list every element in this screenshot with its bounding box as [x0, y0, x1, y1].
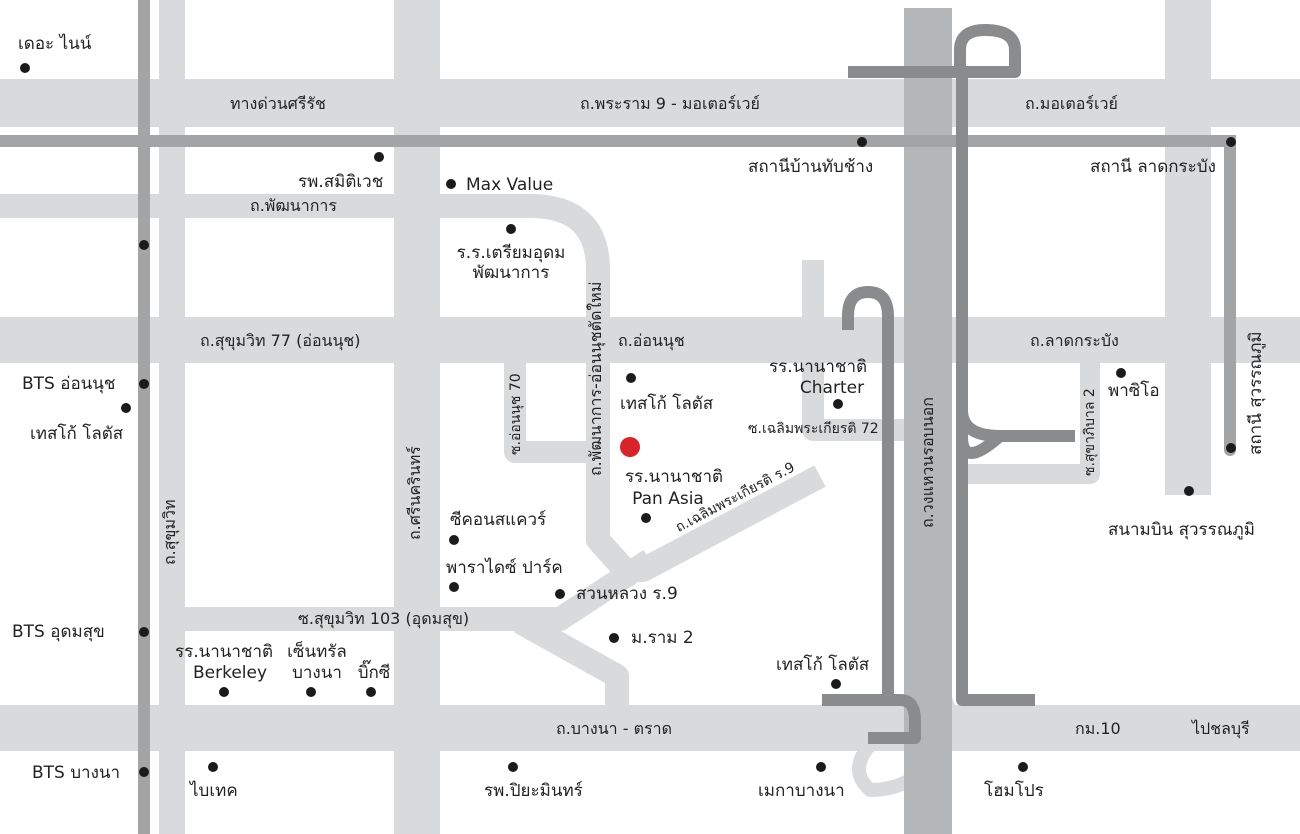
poi-tesco-center-marker	[626, 373, 636, 383]
poi-triam-marker	[506, 224, 516, 234]
label-srinakarin: ถ.ศรีนครินทร์	[405, 446, 424, 540]
label-tesco-center: เทสโก้ โลตัส	[620, 394, 714, 414]
label-charter-2: Charter	[799, 378, 865, 398]
poi-airport-marker	[1184, 486, 1194, 496]
label-bangna-trat: ถ.บางนา - ตราด	[556, 719, 672, 738]
label-soi-sukhumvit103: ซ.สุขุมวิท 103 (อุดมสุข)	[298, 609, 470, 628]
poi-bts-onnut-marker	[139, 379, 149, 389]
label-piyamin: รพ.ปิยะมินทร์	[484, 781, 583, 801]
label-bts-onnut: BTS อ่อนนุช	[22, 374, 116, 394]
label-central-2: บางนา	[292, 663, 342, 683]
poi-bigc-marker	[366, 687, 376, 697]
label-charter-1: รร.นานาชาติ	[768, 357, 868, 377]
label-sukhumvit: ถ.สุขุมวิท	[160, 499, 179, 565]
poi-central-marker	[306, 687, 316, 697]
road-phatthanakan	[0, 194, 826, 582]
poi-bts-udomsuk-marker	[139, 627, 149, 637]
label-km10: กม.10	[1075, 719, 1121, 738]
label-bigc: บิ๊กซี	[357, 663, 391, 683]
label-triam-2: พัฒนาการ	[472, 263, 550, 283]
label-soi-sukhaphiban2: ซ.สุขาภิบาล 2	[1082, 388, 1098, 476]
road-ramp-onnut-loop	[842, 286, 894, 700]
label-panasia-2: Pan Asia	[632, 489, 704, 509]
label-lat-krabang-station: สถานี ลาดกระบัง	[1090, 157, 1216, 177]
label-motorway: ถ.มอเตอร์เวย์	[1025, 94, 1118, 113]
poi-charter-marker	[833, 399, 843, 409]
poi-lat-krabang-station-marker	[1226, 137, 1236, 147]
poi-suanluang-marker	[555, 589, 565, 599]
poi-panasia-marker	[641, 513, 651, 523]
label-rama9-motorway: ถ.พระราม 9 - มอเตอร์เวย์	[580, 94, 760, 113]
label-to-chonburi: ไปชลบุรี	[1192, 719, 1250, 738]
label-tesco-bangna: เทสโก้ โลตัส	[776, 655, 870, 675]
label-airport: สนามบิน สุวรรณภูมิ	[1108, 520, 1255, 540]
label-central-1: เซ็นทรัล	[287, 642, 347, 662]
label-max-value: Max Value	[466, 175, 554, 195]
poi-berkeley-marker	[219, 687, 229, 697]
label-panasia-1: รร.นานาชาติ	[624, 467, 724, 487]
label-expressway: ทางด่วนศรีรัช	[230, 94, 326, 113]
poi-bts-bangna-marker	[139, 767, 149, 777]
label-suvarnabhumi-station: สถานี สุวรรณภูมิ	[1246, 331, 1266, 455]
poi-unnamed-sukhumvit-marker	[139, 240, 149, 250]
road-soi-sukhumvit103	[182, 549, 657, 631]
poi-ban-thap-chang-marker	[857, 137, 867, 147]
label-soi-onnut70: ซ.อ่อนนุช 70	[508, 373, 524, 455]
label-latkrabang: ถ.ลาดกระบัง	[1030, 331, 1119, 350]
label-the-nine: เดอะ ไนน์	[18, 34, 92, 54]
poi-paseo-marker	[1116, 368, 1126, 378]
label-phatthanakan: ถ.พัฒนาการ	[250, 196, 337, 215]
poi-homepro-marker	[1018, 762, 1028, 772]
poi-samitivej-marker	[374, 152, 384, 162]
label-soi-chaloem72: ซ.เฉลิมพระเกียรติ 72	[748, 421, 879, 437]
label-ring-road: ถ.วงแหวนรอบนอก	[918, 397, 937, 528]
label-ban-thap-chang: สถานีบ้านทับช้าง	[748, 157, 874, 177]
label-phatthanakan-onnut: ถ.พัฒนาการ-อ่อนนุชตัดใหม่	[586, 281, 605, 476]
poi-bitec-marker	[208, 762, 218, 772]
label-seacon: ซีคอนสแควร์	[450, 510, 547, 530]
label-homepro: โฮมโปร	[984, 781, 1044, 801]
poi-ram2-marker	[609, 633, 619, 643]
label-suanluang: สวนหลวง ร.9	[576, 584, 678, 604]
label-samitivej: รพ.สมิติเวช	[298, 172, 384, 192]
road-ramp-bottom-left	[822, 694, 921, 744]
label-bitec: ไบเทค	[190, 781, 238, 801]
label-tesco-onnut: เทสโก้ โลตัส	[30, 424, 124, 444]
road-soi-sukhumvit103-branch	[514, 611, 629, 716]
poi-seacon-marker	[449, 535, 459, 545]
poi-tesco-onnut-marker	[121, 403, 131, 413]
poi-piyamin-marker	[508, 762, 518, 772]
road-soi-chaloem72	[802, 260, 905, 441]
road-soi-sukhaphiban2	[960, 362, 1100, 484]
label-sukhumvit77: ถ.สุขุมวิท 77 (อ่อนนุช)	[200, 331, 361, 350]
poi-paradise-marker	[449, 582, 459, 592]
label-paseo: พาซิโอ	[1108, 381, 1160, 401]
poi-mega-marker	[816, 762, 826, 772]
dark-roads	[822, 24, 1075, 744]
target-location-marker	[620, 437, 640, 457]
road-ramp-top-loop	[848, 24, 1035, 706]
poi-the-nine-marker	[20, 63, 30, 73]
label-berkeley-2: Berkeley	[192, 663, 268, 683]
label-bts-bangna: BTS บางนา	[32, 763, 121, 783]
road-ramp-east-link	[956, 409, 1001, 442]
label-mega: เมกาบางนา	[758, 781, 845, 801]
road-soi-onnut70	[504, 362, 598, 463]
poi-max-value-marker	[446, 179, 456, 189]
label-paradise: พาราไดซ์ ปาร์ค	[446, 558, 563, 578]
poi-tesco-bangna-marker	[831, 679, 841, 689]
label-onnut: ถ.อ่อนนุช	[618, 331, 685, 350]
label-bts-udomsuk: BTS อุดมสุข	[12, 622, 105, 642]
poi-suvarnabhumi-station-marker	[1226, 443, 1236, 453]
label-berkeley-1: รร.นานาชาติ	[174, 642, 274, 662]
label-ram2: ม.ราม 2	[631, 628, 694, 648]
label-triam-1: ร.ร.เตรียมอุดม	[456, 243, 566, 263]
